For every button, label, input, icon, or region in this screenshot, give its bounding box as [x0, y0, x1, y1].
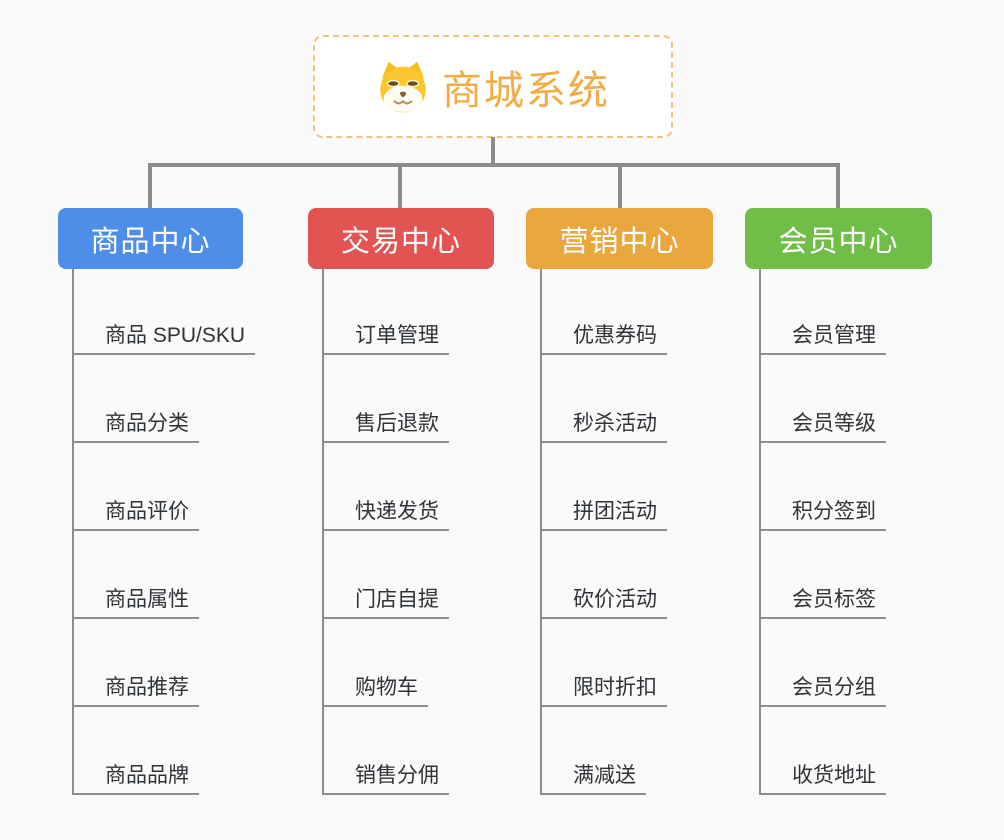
connector-root-vertical	[491, 137, 495, 165]
leaf-node[interactable]: 拼团活动	[540, 497, 667, 531]
leaf-node[interactable]: 商品属性	[72, 585, 199, 619]
connector-bus	[148, 163, 840, 167]
leaf-node[interactable]: 售后退款	[322, 409, 449, 443]
leaf-node[interactable]: 会员标签	[759, 585, 886, 619]
connector-column-line-3	[540, 269, 542, 795]
leaf-node[interactable]: 满减送	[540, 761, 646, 795]
connector-drop-3	[618, 163, 622, 209]
root-title: 商城系统	[442, 68, 610, 113]
branch-children-trade-center: 订单管理售后退款快递发货门店自提购物车销售分佣	[322, 269, 562, 799]
leaf-node[interactable]: 积分签到	[759, 497, 886, 531]
branch-node-product-center[interactable]: 商品中心	[58, 208, 243, 269]
leaf-node[interactable]: 商品评价	[72, 497, 199, 531]
connector-drop-1	[148, 163, 152, 209]
connector-column-line-2	[322, 269, 324, 795]
branch-children-marketing-center: 优惠券码秒杀活动拼团活动砍价活动限时折扣满减送	[540, 269, 780, 799]
connector-column-line-4	[759, 269, 761, 795]
branch-node-member-center[interactable]: 会员中心	[745, 208, 932, 269]
leaf-node[interactable]: 商品分类	[72, 409, 199, 443]
leaf-node[interactable]: 商品品牌	[72, 761, 199, 795]
dog-icon	[380, 61, 426, 112]
leaf-node[interactable]: 商品 SPU/SKU	[72, 321, 256, 355]
leaf-node[interactable]: 限时折扣	[540, 673, 667, 707]
leaf-node[interactable]: 优惠券码	[540, 321, 667, 355]
branch-node-trade-center[interactable]: 交易中心	[308, 208, 494, 269]
branch-children-member-center: 会员管理会员等级积分签到会员标签会员分组收货地址	[759, 269, 999, 799]
leaf-node[interactable]: 门店自提	[322, 585, 449, 619]
branch-node-marketing-center[interactable]: 营销中心	[526, 208, 713, 269]
connector-drop-2	[398, 163, 402, 209]
leaf-node[interactable]: 销售分佣	[322, 761, 449, 795]
connector-drop-4	[836, 163, 840, 209]
leaf-node[interactable]: 秒杀活动	[540, 409, 667, 443]
leaf-node[interactable]: 会员分组	[759, 673, 886, 707]
leaf-node[interactable]: 购物车	[322, 673, 428, 707]
leaf-node[interactable]: 商品推荐	[72, 673, 199, 707]
leaf-node[interactable]: 订单管理	[322, 321, 449, 355]
leaf-node[interactable]: 砍价活动	[540, 585, 667, 619]
branch-children-product-center: 商品 SPU/SKU 商品分类商品评价商品属性商品推荐商品品牌	[72, 269, 312, 799]
leaf-node[interactable]: 快递发货	[322, 497, 449, 531]
root-node[interactable]: 商城系统	[313, 35, 673, 138]
leaf-node[interactable]: 收货地址	[759, 761, 886, 795]
leaf-node[interactable]: 会员等级	[759, 409, 886, 443]
leaf-node[interactable]: 会员管理	[759, 321, 886, 355]
connector-column-line-1	[72, 269, 74, 795]
